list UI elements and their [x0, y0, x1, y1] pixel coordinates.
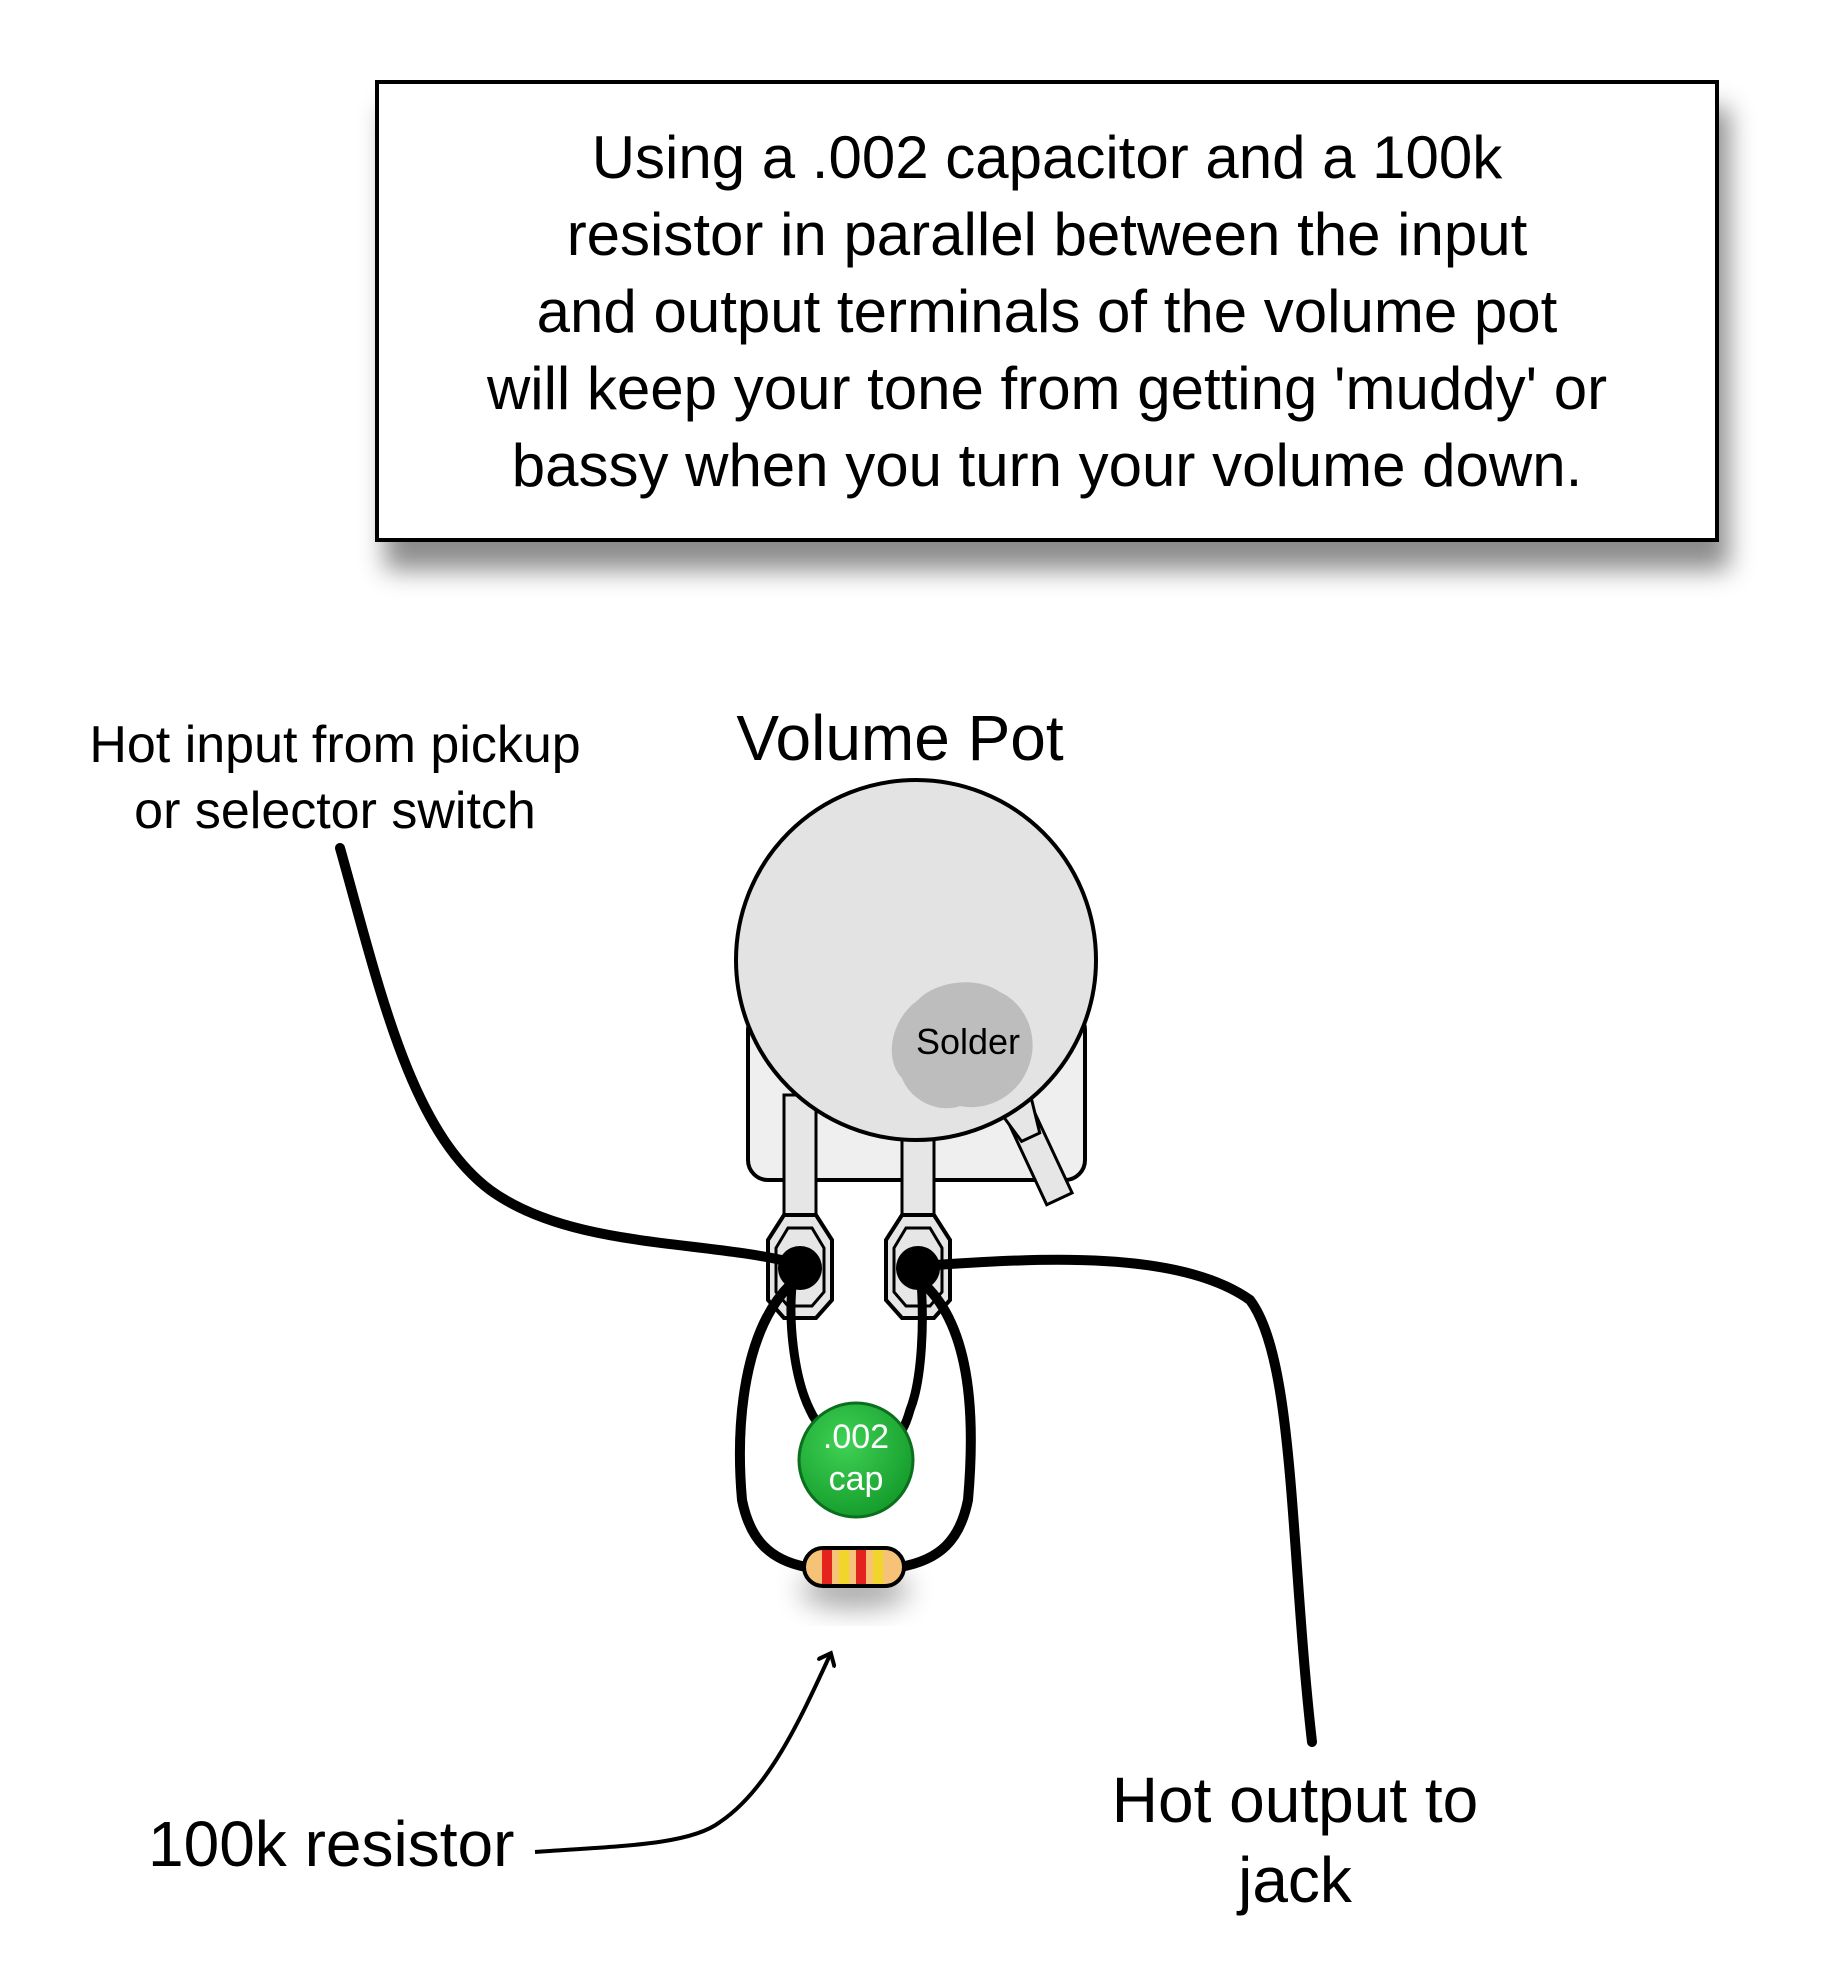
resistor-band-3 [856, 1550, 866, 1584]
resistor-arrow [534, 1655, 830, 1854]
input-terminal-dot [778, 1246, 822, 1290]
output-label: Hot output to jack [1080, 1760, 1510, 1920]
resistor-lead-right [895, 1280, 976, 1572]
output-wire [931, 1254, 1317, 1747]
resistor-band-4 [873, 1550, 883, 1584]
note-text: Using a .002 capacitor and a 100k resist… [467, 119, 1627, 504]
resistor [802, 1546, 906, 1588]
capacitor [797, 1401, 915, 1519]
note-line: resistor in parallel between the input [566, 200, 1528, 268]
note-line: and output terminals of the volume pot [536, 277, 1558, 345]
capacitor-label-type: cap [829, 1460, 884, 1498]
note-line: Using a .002 capacitor and a 100k [591, 123, 1503, 191]
note-box: Using a .002 capacitor and a 100k resist… [375, 80, 1719, 542]
note-line: will keep your tone from getting 'muddy'… [486, 354, 1608, 422]
input-label: Hot input from pickup or selector switch [60, 712, 610, 844]
volume-pot-label: Volume Pot [736, 702, 1064, 774]
resistor-band-2 [839, 1550, 849, 1584]
input-label-line: Hot input from pickup [89, 716, 581, 774]
solder-label: Solder [916, 1021, 1020, 1062]
output-label-line: jack [1238, 1844, 1352, 1916]
input-label-line: or selector switch [134, 782, 536, 840]
capacitor-label-value: .002 [823, 1418, 889, 1456]
resistor-lead-left [734, 1280, 811, 1572]
input-wire [335, 843, 795, 1267]
output-terminal-dot [896, 1246, 940, 1290]
output-label-line: Hot output to [1111, 1764, 1479, 1836]
resistor-label: 100k resistor [148, 1808, 515, 1880]
resistor-band-1 [822, 1550, 832, 1584]
solder-blob [891, 982, 1033, 1109]
note-line: bassy when you turn your volume down. [511, 431, 1583, 499]
